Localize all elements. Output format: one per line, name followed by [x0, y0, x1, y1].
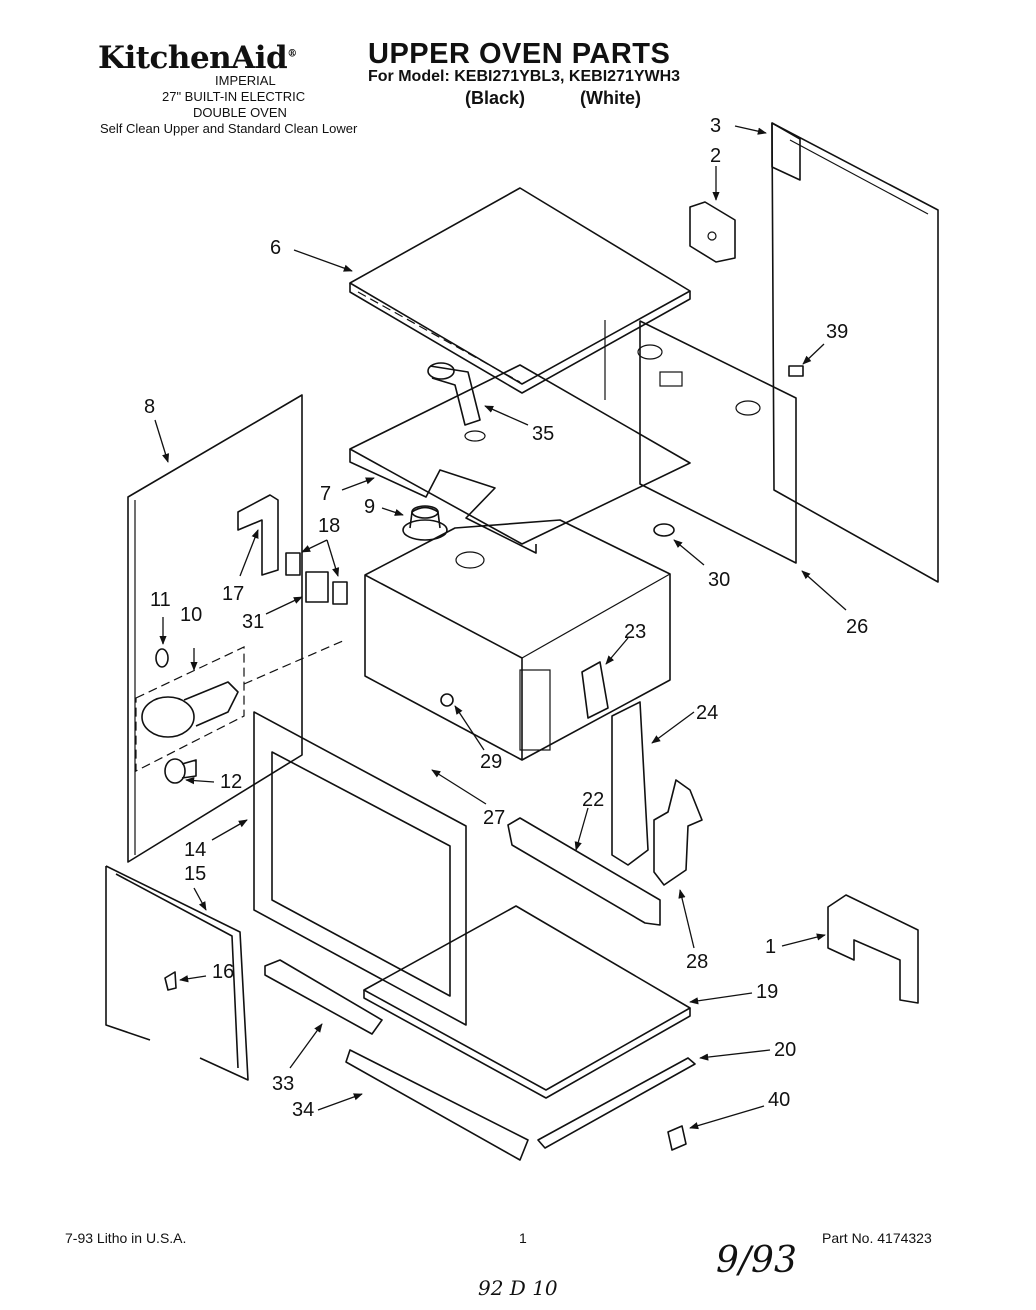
part-31-switch: [305, 571, 329, 603]
part-3-rear-panel: [771, 122, 939, 583]
part-11-nut: [155, 648, 169, 668]
callout-19: 19: [756, 981, 779, 1003]
callout-9: 9: [364, 496, 376, 518]
part-15-gasket: [105, 865, 249, 1081]
callout-8: 8: [144, 396, 156, 418]
footer-litho: 7-93 Litho in U.S.A.: [65, 1230, 187, 1246]
callout-35: 35: [532, 423, 555, 445]
part-16-clip: [164, 971, 177, 991]
subtitle-line-2: 27" BUILT-IN ELECTRIC: [162, 89, 306, 104]
page-title: UPPER OVEN PARTS: [368, 38, 671, 70]
callout-2: 2: [710, 145, 722, 167]
callout-12: 12: [220, 771, 243, 793]
subtitle-line-1: IMPERIAL: [215, 73, 276, 88]
variant-black-label: (Black): [465, 88, 526, 108]
callout-22: 22: [582, 789, 605, 811]
callout-20: 20: [774, 1039, 797, 1061]
part-23-plate: [581, 661, 609, 719]
part-14-front-frame: [253, 711, 467, 1026]
callout-16: 16: [212, 961, 235, 983]
part-20-trim: [537, 1057, 696, 1149]
callout-26: 26: [846, 616, 869, 638]
part-1-bracket: [827, 894, 919, 1004]
callout-11: 11: [150, 589, 171, 611]
callout-27: 27: [483, 807, 506, 829]
callout-7: 7: [320, 483, 332, 505]
part-19-bottom-plate: [363, 905, 691, 1099]
callout-6: 6: [270, 237, 282, 259]
part-39-clip: [788, 365, 804, 377]
part-35-vent-duct: [427, 362, 481, 426]
callout-18: 18: [318, 515, 341, 537]
footer-part-number: Part No. 4174323: [822, 1230, 932, 1246]
callout-28: 28: [686, 951, 709, 973]
part-6-top-cover: [349, 187, 691, 394]
part-30-foot: [653, 523, 675, 537]
subtitle-line-3: DOUBLE OVEN: [193, 105, 287, 120]
part-2-bracket: [689, 201, 736, 263]
subtitle-description: Self Clean Upper and Standard Clean Lowe…: [100, 121, 358, 136]
callout-40: 40: [768, 1089, 791, 1111]
callout-29: 29: [480, 751, 503, 773]
callout-10: 10: [180, 604, 203, 626]
part-26-side-panel: [604, 320, 797, 564]
callout-33: 33: [272, 1073, 295, 1095]
callout-15: 15: [184, 863, 207, 885]
part-12-bulb: [164, 758, 197, 784]
part-17-bracket: [237, 494, 279, 576]
callout-3: 3: [710, 115, 722, 137]
callout-17: 17: [222, 583, 245, 605]
part-33-vent-trim: [264, 959, 383, 1035]
callout-24: 24: [696, 702, 719, 724]
handwritten-date: 9/93: [716, 1240, 797, 1281]
leader-arrows: [154, 125, 847, 1130]
part-10-light-assembly: [135, 639, 346, 772]
callout-39: 39: [826, 321, 849, 343]
footer-page-number: 1: [519, 1230, 527, 1246]
part-34-lower-trim: [345, 1049, 529, 1161]
callout-23: 23: [624, 621, 647, 643]
variant-white-label: (White): [580, 88, 641, 108]
part-9-terminal: [402, 505, 448, 541]
part-27-oven-cavity: [364, 519, 671, 761]
callout-34: 34: [292, 1099, 315, 1121]
part-28-hinge: [653, 779, 703, 886]
callout-30: 30: [708, 569, 731, 591]
part-18-clip: [285, 552, 348, 605]
model-line: For Model: KEBI271YBL3, KEBI271YWH3: [368, 68, 681, 85]
part-24-rail: [611, 701, 649, 866]
part-22-channel: [507, 817, 661, 926]
handwritten-code: 92 D 10: [478, 1276, 558, 1300]
callout-31: 31: [242, 611, 265, 633]
part-29-bulb: [440, 693, 454, 707]
part-8-left-panel: [127, 394, 303, 863]
callout-1: 1: [765, 936, 777, 958]
part-40-clip: [667, 1125, 687, 1151]
callout-14: 14: [184, 839, 207, 861]
part-7-top-plate: [349, 364, 691, 554]
brand-logo: KitchenAid®: [98, 40, 297, 76]
